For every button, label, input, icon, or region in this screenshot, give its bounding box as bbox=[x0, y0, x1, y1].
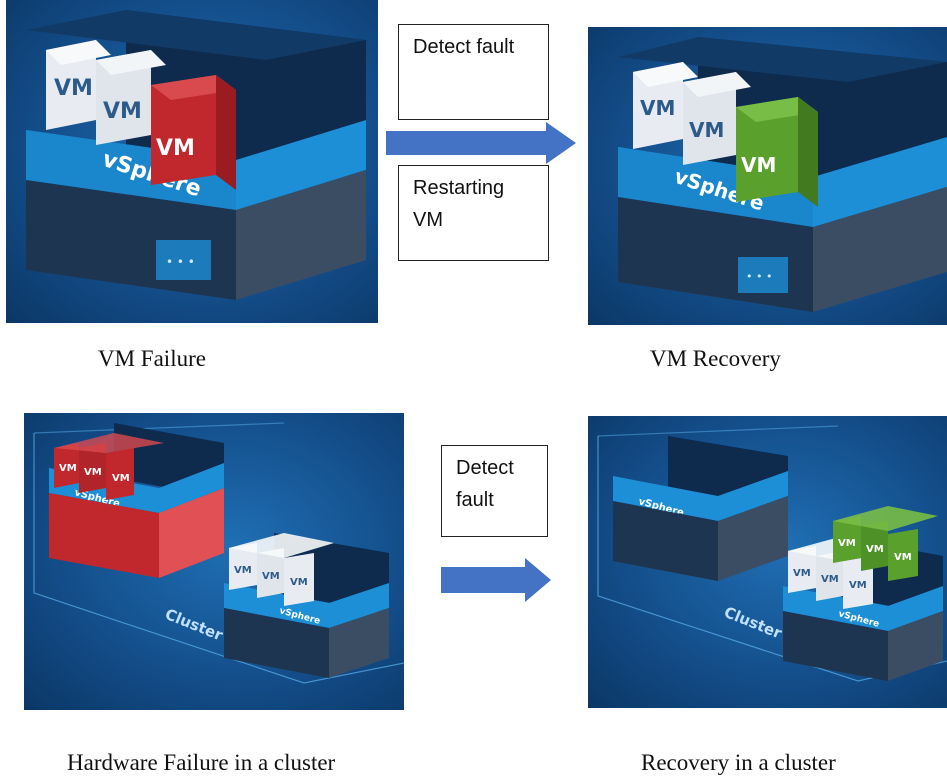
server-body bbox=[783, 611, 888, 681]
vm-label: VM bbox=[54, 76, 93, 101]
vm-failure-image: vSphere • • • VM VM VM bbox=[6, 0, 378, 323]
server-body bbox=[613, 501, 718, 581]
vm-label: VM bbox=[640, 96, 675, 120]
vm-label: VM bbox=[741, 153, 776, 177]
vm-cube-1: VM bbox=[46, 40, 111, 130]
migrated-vm-cubes: VM VM VM bbox=[833, 506, 938, 581]
vm-cube-1: VM bbox=[633, 62, 698, 149]
vm-label: VM bbox=[290, 577, 308, 588]
vm-label: VM bbox=[156, 136, 195, 161]
detect-fault-note-bottom: Detect fault bbox=[441, 445, 548, 537]
vm-cube-failed: VM bbox=[151, 75, 236, 190]
vsphere-slab bbox=[613, 471, 788, 521]
vm-label: VM bbox=[894, 552, 912, 563]
vm-label: VM bbox=[103, 99, 142, 124]
vm-label: VM bbox=[234, 565, 252, 576]
vm-label: VM bbox=[866, 544, 884, 555]
server-dots: • • • bbox=[166, 255, 195, 269]
cluster-recovery-image: Cluster vSphere vSphere VM VM VM VM VM bbox=[588, 416, 947, 708]
vm-label: VM bbox=[793, 568, 811, 579]
vsphere-slab bbox=[49, 463, 224, 513]
process-arrow-top bbox=[386, 122, 576, 164]
vm-label: VM bbox=[112, 473, 130, 484]
vm-cube-recovered: VM bbox=[736, 97, 818, 207]
failed-server-body bbox=[49, 493, 159, 578]
failed-vm-cubes: VM VM VM bbox=[54, 433, 164, 500]
vm-label: VM bbox=[821, 574, 839, 585]
vm-cube-2: VM bbox=[96, 50, 166, 145]
server-dots: • • • bbox=[746, 270, 772, 283]
cluster-label: Cluster bbox=[722, 603, 785, 643]
restarting-vm-note: Restarting VM bbox=[398, 165, 549, 261]
vm-label: VM bbox=[262, 571, 280, 582]
vm-label: VM bbox=[689, 118, 724, 142]
healthy-vm-cubes: VM VM VM bbox=[229, 533, 334, 606]
caption-vm-recovery: VM Recovery bbox=[650, 346, 781, 371]
vm-recovery-image: vSphere • • • VM VM VM bbox=[588, 27, 947, 325]
vm-label: VM bbox=[84, 467, 102, 478]
process-arrow-bottom bbox=[441, 558, 551, 602]
hardware-failure-image: Cluster vSphere VM VM VM vSphere VM VM bbox=[24, 413, 404, 710]
vm-label: VM bbox=[849, 580, 867, 591]
caption-hardware-failure: Hardware Failure in a cluster bbox=[67, 750, 336, 775]
vm-label: VM bbox=[59, 463, 77, 474]
vm-cube-2: VM bbox=[683, 72, 751, 165]
caption-cluster-recovery: Recovery in a cluster bbox=[641, 750, 836, 775]
detect-fault-note-top: Detect fault bbox=[398, 24, 549, 120]
vm-label: VM bbox=[838, 538, 856, 549]
caption-vm-failure: VM Failure bbox=[98, 346, 206, 371]
server-body bbox=[224, 608, 329, 678]
